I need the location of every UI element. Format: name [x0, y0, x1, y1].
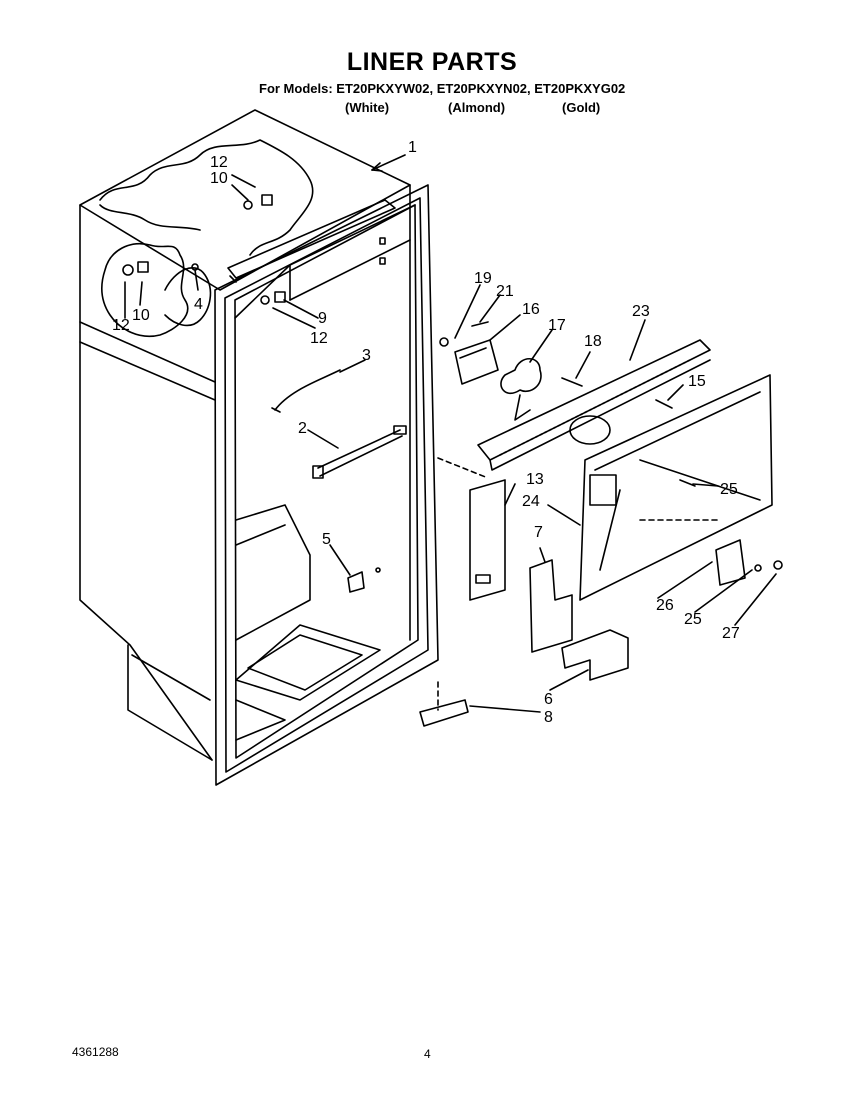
- callout-12-mid: 12: [310, 330, 328, 347]
- page-title: LINER PARTS: [346, 48, 518, 76]
- callout-12-left: 12: [112, 317, 130, 334]
- liner-cabinet: [79, 109, 439, 786]
- model-list: For Models: ET20PKXYW02, ET20PKXYN02, ET…: [259, 81, 626, 96]
- part-number: 4361288: [72, 1045, 119, 1059]
- callout-17: 17: [548, 317, 566, 334]
- color-gold: (Gold): [562, 100, 601, 115]
- callout-7: 7: [534, 524, 543, 541]
- color-almond: (Almond): [448, 100, 506, 115]
- callout-6: 6: [544, 691, 553, 708]
- callout-26: 26: [656, 597, 674, 614]
- callout-27: 27: [722, 625, 740, 642]
- page-number: 4: [424, 1047, 431, 1061]
- callout-24: 24: [522, 493, 540, 510]
- callout-16: 16: [522, 301, 540, 318]
- callout-13: 13: [526, 471, 544, 488]
- color-white: (White): [345, 100, 390, 115]
- callout-numbers: 1 12 10 4 12 10 9 12 3 2 5 19 21 16 17 1…: [112, 139, 740, 726]
- callout-5: 5: [322, 531, 331, 548]
- callout-1: 1: [408, 139, 417, 156]
- callout-3: 3: [362, 347, 371, 364]
- callout-2: 2: [298, 420, 307, 437]
- callout-25-upper: 25: [720, 481, 738, 498]
- callout-25-lower: 25: [684, 611, 702, 628]
- callout-15: 15: [688, 373, 706, 390]
- callout-19: 19: [474, 270, 492, 287]
- callout-10-top: 10: [210, 170, 228, 187]
- callout-21: 21: [496, 283, 514, 300]
- callout-4: 4: [194, 296, 203, 313]
- callout-8: 8: [544, 709, 553, 726]
- callout-23: 23: [632, 303, 650, 320]
- callout-10-left: 10: [132, 307, 150, 324]
- leader-lines: [124, 154, 777, 713]
- callout-18: 18: [584, 333, 602, 350]
- liner-hardware: [122, 194, 407, 593]
- callout-9: 9: [318, 310, 327, 327]
- callout-12-top: 12: [210, 154, 228, 171]
- fan-assembly: [419, 321, 783, 727]
